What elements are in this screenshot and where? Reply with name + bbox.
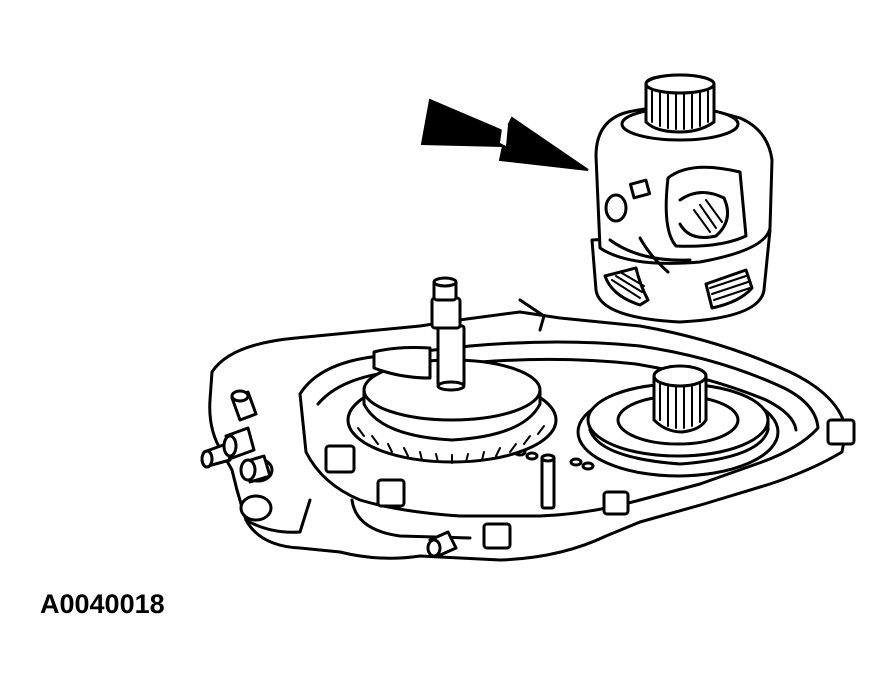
stud-3 xyxy=(239,454,272,484)
drive-pinion-gear xyxy=(576,364,780,478)
differential-assembly xyxy=(590,73,774,324)
stud-4 xyxy=(426,530,458,558)
gear-teeth xyxy=(357,425,545,464)
stud-2 xyxy=(200,426,256,469)
pinion-teeth xyxy=(659,383,701,429)
shaft-gear xyxy=(346,276,558,464)
arrow-icon xyxy=(420,98,589,171)
figure-id-label: A0040018 xyxy=(40,589,165,619)
ring-gear-teeth xyxy=(603,266,754,310)
bolt-studs xyxy=(200,389,556,558)
spline-lines xyxy=(651,89,709,130)
input-shaft xyxy=(430,276,466,392)
stud-1 xyxy=(230,389,258,422)
dowel-pin xyxy=(540,453,556,510)
